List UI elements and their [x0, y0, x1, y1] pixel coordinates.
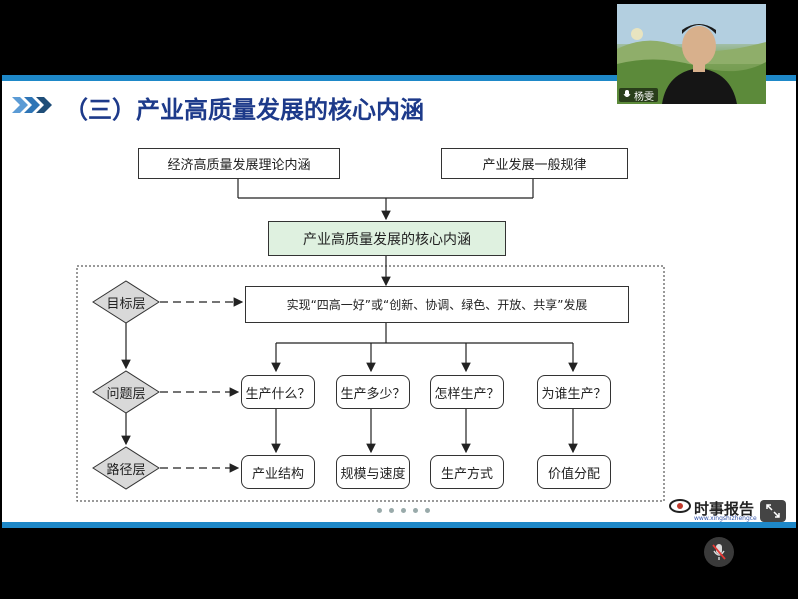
flowchart-lines	[76, 178, 665, 502]
participant-name-tag: 杨雯	[619, 88, 658, 103]
path-box-method: 生产方式	[430, 455, 504, 489]
participant-name: 杨雯	[634, 91, 654, 103]
page-dot[interactable]	[377, 508, 382, 513]
industry-law-box: 产业发展一般规律	[441, 148, 628, 179]
expand-icon	[766, 504, 780, 518]
brand-logo-url: www.xingshizhengce	[694, 515, 757, 522]
page-dot[interactable]	[413, 508, 418, 513]
level-label-goal: 目标层	[106, 296, 146, 312]
page-dot[interactable]	[425, 508, 430, 513]
level-diamond-path	[92, 446, 160, 490]
slide-pagination[interactable]	[377, 508, 430, 513]
slide-top-bar	[2, 75, 796, 81]
path-box-scale-speed: 规模与速度	[336, 455, 410, 489]
theory-connotation-box: 经济高质量发展理论内涵	[138, 148, 340, 179]
slide-title: （三）产业高质量发展的核心内涵	[64, 96, 424, 124]
page-dot[interactable]	[401, 508, 406, 513]
path-box-distribution: 价值分配	[537, 455, 611, 489]
brand-logo: 时事报告	[694, 500, 755, 518]
level-label-problem: 问题层	[106, 386, 146, 402]
question-box-what: 生产什么？	[241, 375, 315, 409]
expand-button[interactable]	[760, 500, 786, 522]
mic-icon	[623, 90, 631, 97]
question-box-for-whom: 为谁生产？	[537, 375, 611, 409]
chevrons-icon	[12, 97, 52, 113]
level-label-path: 路径层	[106, 462, 146, 478]
goal-box: 实现“四高一好”或“创新、协调、绿色、开放、共享”发展	[245, 286, 629, 323]
participant-video[interactable]: 杨雯	[617, 4, 766, 104]
page-dot[interactable]	[389, 508, 394, 513]
mic-toggle-button[interactable]	[704, 537, 734, 567]
question-box-how-much: 生产多少？	[336, 375, 410, 409]
core-connotation-box: 产业高质量发展的核心内涵	[268, 221, 506, 256]
logo-eye-icon	[669, 499, 691, 513]
mic-muted-icon	[712, 544, 726, 560]
presentation-slide: （三）产业高质量发展的核心内涵	[2, 75, 796, 528]
question-box-how: 怎样生产？	[430, 375, 504, 409]
path-box-structure: 产业结构	[241, 455, 315, 489]
